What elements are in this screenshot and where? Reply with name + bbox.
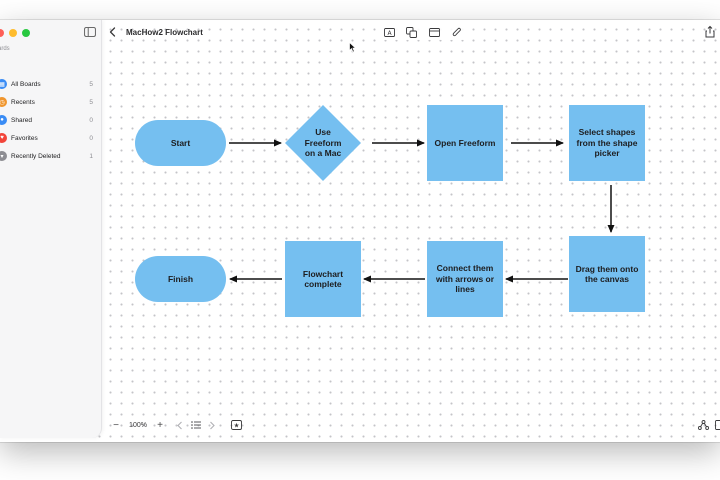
next-scene-chevron-icon[interactable] (204, 417, 220, 433)
shape-decision[interactable]: Use Freeform on a Mac (285, 105, 361, 181)
shape-label: Start (170, 137, 191, 148)
shape-label: Finish (167, 273, 194, 284)
zoom-out-button[interactable]: − (113, 419, 119, 431)
bottom-right-tools (697, 419, 720, 431)
share-icon[interactable] (703, 25, 717, 39)
sidebar-item-label: Recents (11, 98, 35, 106)
boards-icon: ▦ (0, 79, 7, 89)
sidebar-item-count: 5 (89, 80, 93, 88)
zoom-in-button[interactable]: + (157, 419, 163, 431)
attachment-icon[interactable] (450, 25, 464, 39)
scenes-list-icon[interactable] (188, 417, 204, 433)
zoom-level[interactable]: 100% (129, 421, 147, 429)
shape-label: Use Freeform on a Mac (304, 127, 342, 159)
svg-text:A: A (387, 29, 392, 36)
people-icon: ● (0, 115, 7, 125)
sidebar-item-count: 0 (89, 116, 93, 124)
sidebar-item-recently-deleted[interactable]: ▾ Recently Deleted 1 (0, 149, 93, 163)
diamond-shape (285, 105, 361, 181)
clock-icon: ◷ (0, 97, 7, 107)
window-controls (0, 29, 30, 37)
mouse-cursor-icon (349, 42, 357, 53)
sidebar-item-count: 0 (89, 134, 93, 142)
media-icon[interactable] (427, 25, 441, 39)
section-title-boards: ards (0, 46, 10, 52)
insert-toolbar: A (378, 24, 468, 40)
sidebar-toggle-icon[interactable] (84, 27, 96, 37)
text-box-icon[interactable]: A (382, 25, 396, 39)
board-info-icon[interactable] (713, 419, 720, 431)
zoom-navigation-bar: − 100% + ★ (108, 417, 258, 433)
sidebar: ards ▦ All Boards 5 ◷ Recents 5 ● Shared… (0, 20, 102, 438)
shape-flowchart-complete[interactable]: Flowchart complete (285, 241, 361, 317)
dotted-canvas[interactable] (0, 20, 720, 442)
shape-label: Connect them with arrows or lines (435, 263, 495, 295)
back-chevron-icon[interactable] (106, 25, 120, 39)
shape-connect-them[interactable]: Connect them with arrows or lines (427, 241, 503, 317)
sidebar-item-label: Recently Deleted (11, 152, 61, 160)
shape-finish[interactable]: Finish (135, 256, 226, 302)
sidebar-item-count: 5 (89, 98, 93, 106)
diagram-tool-icon[interactable] (697, 419, 709, 431)
sidebar-item-count: 1 (89, 152, 93, 160)
sidebar-item-label: Shared (11, 116, 32, 124)
shape-label: Select shapes from the shape picker (576, 127, 638, 159)
sidebar-item-label: All Boards (11, 80, 41, 88)
connector-layer (229, 139, 615, 283)
close-window-button[interactable] (0, 29, 4, 37)
shapes-icon[interactable] (405, 25, 419, 39)
shape-drag-them[interactable]: Drag them onto the canvas (569, 236, 645, 312)
minimize-window-button[interactable] (9, 29, 17, 37)
add-scene-icon[interactable]: ★ (228, 417, 244, 433)
freeform-window: Start Use Freeform on a Mac Open Freefor… (0, 20, 720, 442)
shape-label: Open Freeform (434, 137, 496, 148)
sidebar-item-shared[interactable]: ● Shared 0 (0, 113, 93, 127)
sidebar-item-all-boards[interactable]: ▦ All Boards 5 (0, 77, 93, 91)
sidebar-item-favorites[interactable]: ♥ Favorites 0 (0, 131, 93, 145)
svg-text:★: ★ (233, 421, 239, 429)
trash-icon: ▾ (0, 151, 7, 161)
shape-start[interactable]: Start (135, 120, 226, 166)
shape-label: Flowchart complete (302, 268, 344, 290)
sidebar-item-recents[interactable]: ◷ Recents 5 (0, 95, 93, 109)
sidebar-item-label: Favorites (11, 134, 38, 142)
previous-scene-chevron-icon[interactable] (172, 417, 188, 433)
heart-icon: ♥ (0, 133, 7, 143)
shape-select-shapes[interactable]: Select shapes from the shape picker (569, 105, 645, 181)
shape-label: Drag them onto the canvas (575, 263, 639, 285)
board-title: MacHow2 Flowchart (126, 28, 203, 37)
zoom-window-button[interactable] (22, 29, 30, 37)
shape-open-freeform[interactable]: Open Freeform (427, 105, 503, 181)
